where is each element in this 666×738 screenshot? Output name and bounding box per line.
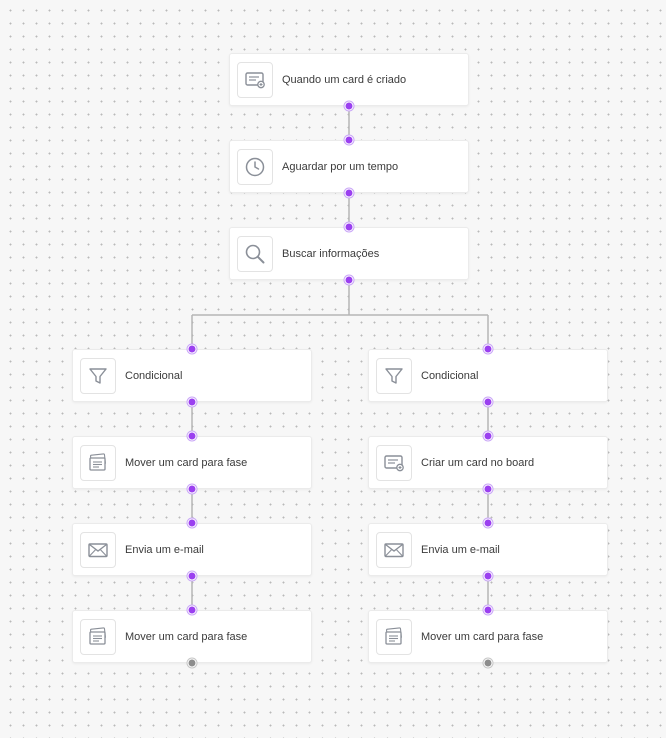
input-port[interactable] bbox=[187, 344, 197, 354]
input-port[interactable] bbox=[187, 431, 197, 441]
step-label: Envia um e-mail bbox=[421, 543, 500, 556]
cards-icon bbox=[376, 618, 412, 655]
end-port[interactable] bbox=[483, 658, 493, 668]
step-label: Criar um card no board bbox=[421, 456, 535, 469]
input-port[interactable] bbox=[344, 135, 354, 145]
step-label: Condicional bbox=[125, 369, 183, 382]
add-step-port[interactable] bbox=[483, 484, 493, 494]
step-left-move-card[interactable]: Mover um card para fase bbox=[72, 436, 312, 489]
input-port[interactable] bbox=[483, 431, 493, 441]
step-left-conditional[interactable]: Condicional bbox=[72, 349, 312, 402]
add-step-port[interactable] bbox=[483, 397, 493, 407]
add-step-port[interactable] bbox=[187, 571, 197, 581]
step-right-send-email[interactable]: Envia um e-mail bbox=[368, 523, 608, 576]
cards-icon bbox=[80, 444, 116, 481]
step-label: Buscar informações bbox=[282, 247, 380, 260]
step-label: Mover um card para fase bbox=[421, 630, 544, 643]
envelope-icon bbox=[376, 531, 412, 568]
input-port[interactable] bbox=[483, 518, 493, 528]
cards-icon bbox=[80, 618, 116, 655]
filter-icon bbox=[80, 357, 116, 394]
step-search-info[interactable]: Buscar informações bbox=[229, 227, 469, 280]
step-left-send-email[interactable]: Envia um e-mail bbox=[72, 523, 312, 576]
step-label: Mover um card para fase bbox=[125, 456, 248, 469]
step-right-move-card-final[interactable]: Mover um card para fase bbox=[368, 610, 608, 663]
step-label: Envia um e-mail bbox=[125, 543, 204, 556]
input-port[interactable] bbox=[483, 605, 493, 615]
add-step-port[interactable] bbox=[187, 484, 197, 494]
envelope-icon bbox=[80, 531, 116, 568]
search-icon bbox=[237, 235, 273, 272]
add-step-port[interactable] bbox=[344, 275, 354, 285]
step-right-conditional[interactable]: Condicional bbox=[368, 349, 608, 402]
add-step-port[interactable] bbox=[344, 188, 354, 198]
input-port[interactable] bbox=[483, 344, 493, 354]
input-port[interactable] bbox=[187, 605, 197, 615]
step-wait-time[interactable]: Aguardar por um tempo bbox=[229, 140, 469, 193]
card-form-icon bbox=[376, 444, 412, 481]
step-right-create-card[interactable]: Criar um card no board bbox=[368, 436, 608, 489]
step-label: Mover um card para fase bbox=[125, 630, 248, 643]
step-left-move-card-final[interactable]: Mover um card para fase bbox=[72, 610, 312, 663]
add-step-port[interactable] bbox=[483, 571, 493, 581]
input-port[interactable] bbox=[187, 518, 197, 528]
step-label: Quando um card é criado bbox=[282, 73, 407, 86]
add-step-port[interactable] bbox=[187, 397, 197, 407]
clock-icon bbox=[237, 148, 273, 185]
filter-icon bbox=[376, 357, 412, 394]
step-label: Aguardar por um tempo bbox=[282, 160, 399, 173]
card-form-icon bbox=[237, 61, 273, 98]
step-label: Condicional bbox=[421, 369, 479, 382]
input-port[interactable] bbox=[344, 222, 354, 232]
add-step-port[interactable] bbox=[344, 101, 354, 111]
end-port[interactable] bbox=[187, 658, 197, 668]
step-card-created-trigger[interactable]: Quando um card é criado bbox=[229, 53, 469, 106]
